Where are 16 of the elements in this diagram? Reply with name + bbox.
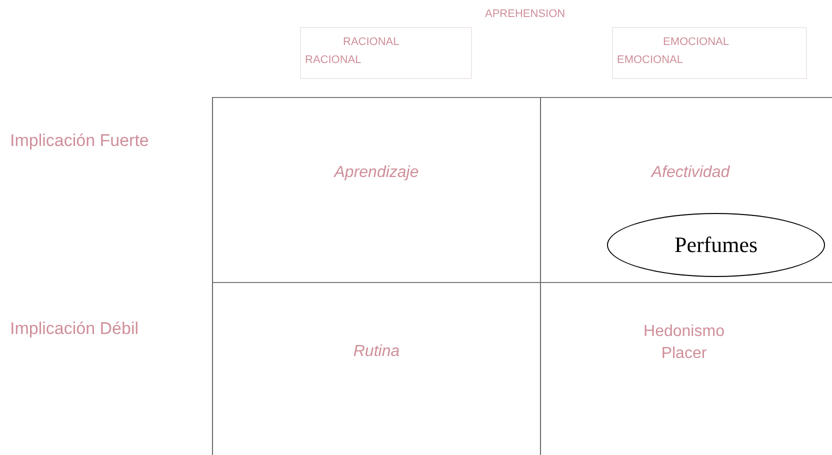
header-label: EMOCIONAL [663,36,730,48]
header-label: RACIONAL [305,54,362,66]
header-label: RACIONAL [343,36,400,48]
matrix-cell [212,282,540,455]
row-label: Implicación Débil [10,318,140,340]
matrix-cell [540,282,832,455]
matrix-cell [540,97,832,282]
quadrant-label: Afectividad [650,164,731,182]
axis-title: APREHENSION [485,8,566,20]
quadrant-label: Rutina [352,343,401,361]
header-label: EMOCIONAL [617,54,684,66]
quadrant-label: Hedonismo Placer [642,322,726,364]
product-ellipse: Perfumes [607,213,825,277]
matrix-cell [212,97,540,282]
quadrant-label: Aprendizaje [332,164,420,182]
row-label: Implicación Fuerte [10,130,150,152]
